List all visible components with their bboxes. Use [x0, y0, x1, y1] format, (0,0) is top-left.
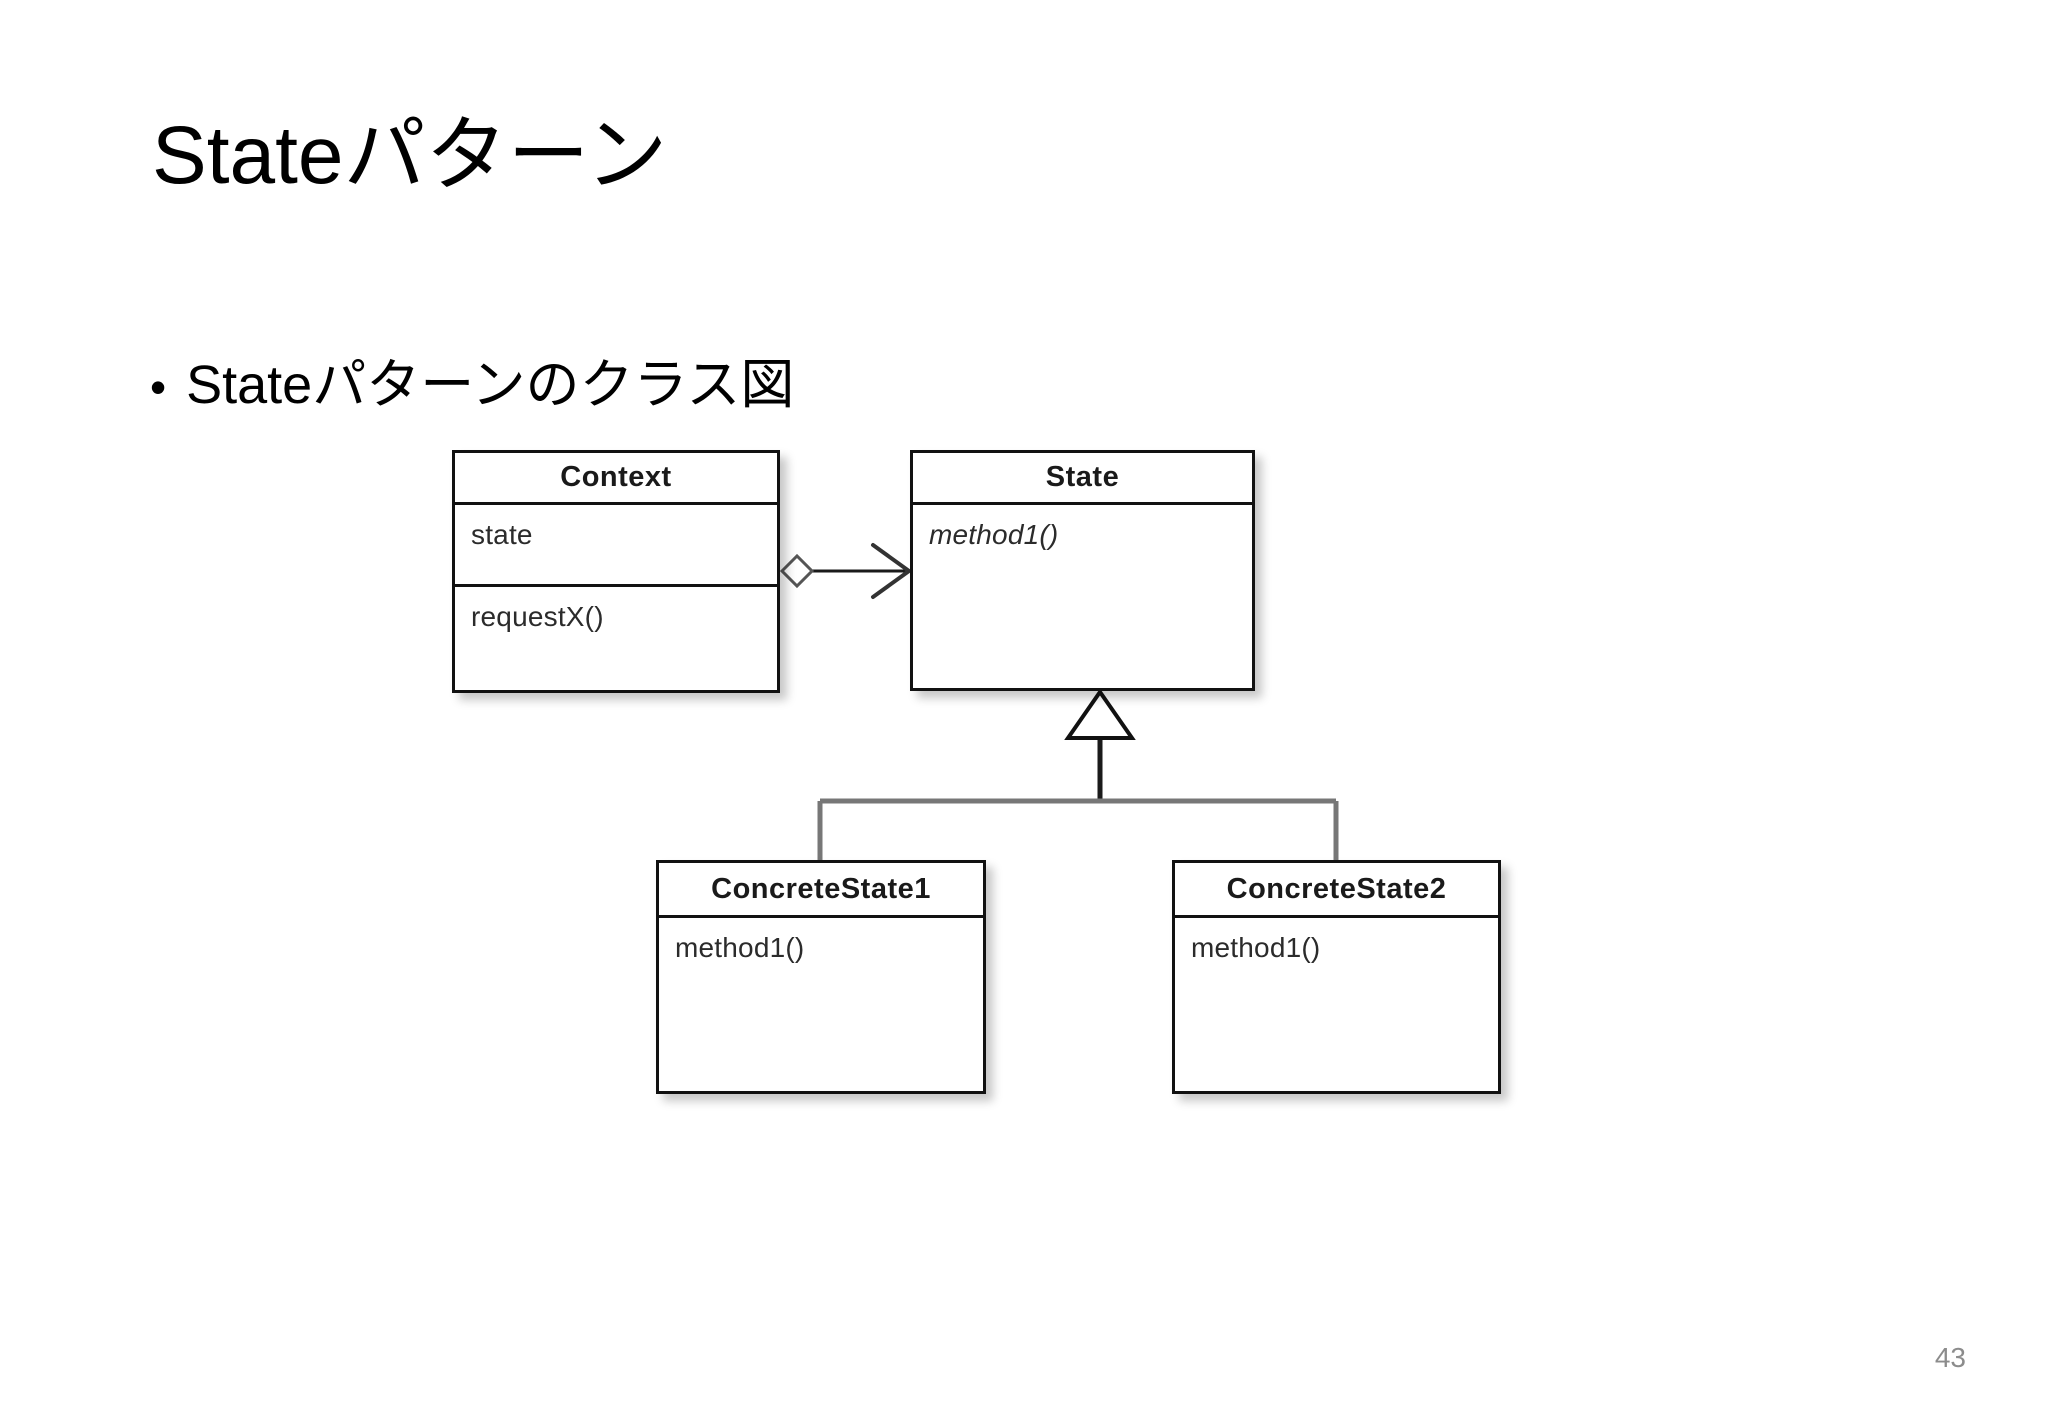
bullet-list-item: • Stateパターンのクラス図 — [150, 358, 794, 412]
operation-compartment: method1() — [1175, 918, 1498, 1091]
operation-label: method1() — [675, 932, 805, 963]
operation-label: method1() — [929, 519, 1059, 550]
class-name-label: State — [1045, 461, 1120, 493]
operation-label: method1() — [1191, 932, 1321, 963]
class-name-compartment: State — [913, 453, 1252, 505]
page-number: 43 — [1934, 1342, 1966, 1373]
page-title: Stateパターン — [152, 110, 668, 201]
attribute-compartment: state — [455, 505, 777, 587]
hollow-triangle-icon — [1064, 688, 1136, 740]
uml-class-concrete-state-1[interactable]: ConcreteState1 method1() — [656, 860, 986, 1094]
class-name-compartment: ConcreteState2 — [1175, 863, 1498, 918]
hollow-diamond-icon — [779, 553, 815, 589]
uml-class-context[interactable]: Context state requestX() — [452, 450, 780, 693]
open-arrow-icon — [871, 543, 911, 599]
operation-compartment: method1() — [659, 918, 983, 1091]
uml-class-concrete-state-2[interactable]: ConcreteState2 method1() — [1172, 860, 1501, 1094]
class-name-compartment: Context — [455, 453, 777, 505]
operation-compartment: requestX() — [455, 587, 777, 690]
operation-label: requestX() — [471, 601, 604, 632]
class-name-label: ConcreteState2 — [1226, 872, 1447, 905]
uml-class-state[interactable]: State method1() — [910, 450, 1255, 691]
aggregation-connector — [779, 543, 911, 599]
operation-compartment: method1() — [913, 505, 1252, 688]
attribute-label: state — [471, 519, 533, 550]
class-name-label: ConcreteState1 — [711, 872, 931, 905]
bullet-point-icon: • — [150, 361, 167, 413]
class-name-compartment: ConcreteState1 — [659, 863, 983, 918]
bullet-item-label: Stateパターンのクラス図 — [186, 355, 795, 415]
generalization-connector — [817, 688, 1339, 862]
class-name-label: Context — [560, 461, 672, 493]
